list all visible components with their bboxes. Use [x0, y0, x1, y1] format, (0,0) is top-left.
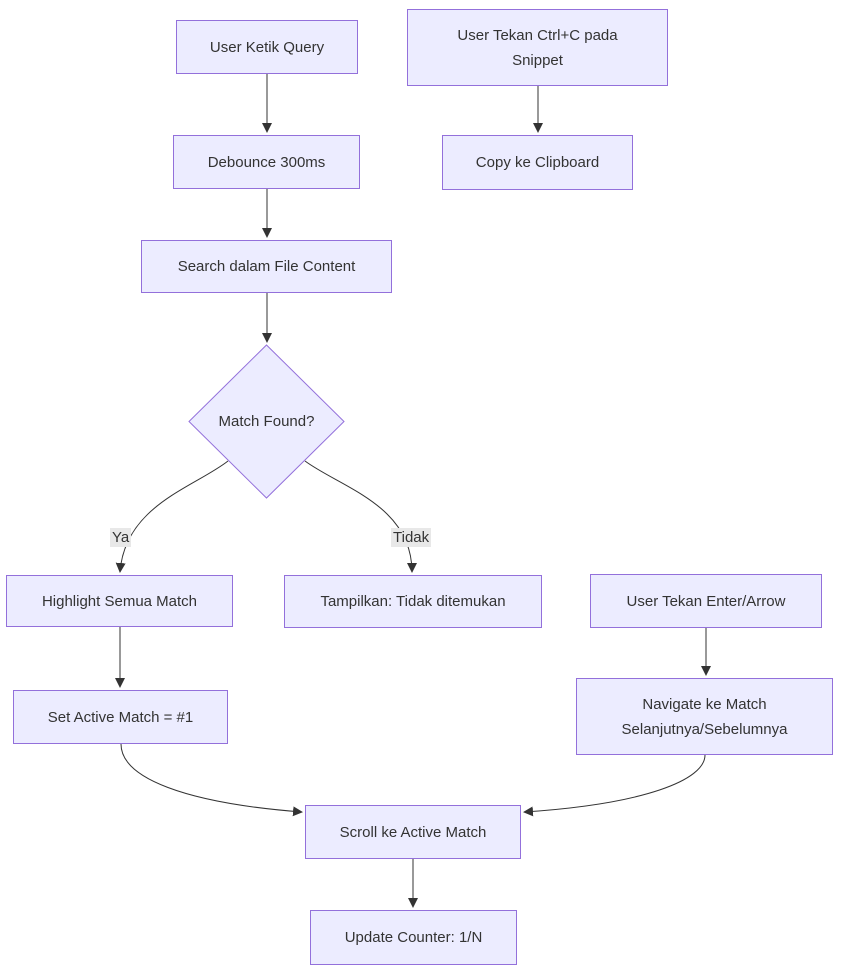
node-update-counter: Update Counter: 1/N	[310, 910, 517, 965]
edge-label-ya: Ya	[110, 528, 132, 547]
node-set-active-match: Set Active Match = #1	[13, 690, 228, 744]
decision-match-found-label: Match Found?	[218, 413, 315, 430]
node-navigate-ke-match: Navigate ke Match Selanjutnya/Sebelumnya	[576, 678, 833, 755]
decision-diamond-shape	[188, 344, 345, 499]
node-user-tekan-enter-arrow: User Tekan Enter/Arrow	[590, 574, 822, 628]
node-highlight-semua-match: Highlight Semua Match	[6, 575, 233, 627]
node-tampilkan-tidak-ditemukan: Tampilkan: Tidak ditemukan	[284, 575, 542, 628]
node-search-dalam-file-content: Search dalam File Content	[141, 240, 392, 293]
edge-setactive-scroll	[120, 743, 303, 817]
node-copy-ke-clipboard: Copy ke Clipboard	[442, 135, 633, 190]
edge-matchfound-tampilkan	[304, 460, 417, 573]
node-debounce-300ms: Debounce 300ms	[173, 135, 360, 189]
node-scroll-ke-active-match: Scroll ke Active Match	[305, 805, 521, 859]
node-user-tekan-ctrlc: User Tekan Ctrl+C pada Snippet	[407, 9, 668, 86]
node-user-ketik-query: User Ketik Query	[176, 20, 358, 74]
edge-label-tidak: Tidak	[391, 528, 432, 547]
edge-matchfound-highlight	[115, 460, 229, 573]
edge-navigate-scroll	[523, 754, 706, 817]
